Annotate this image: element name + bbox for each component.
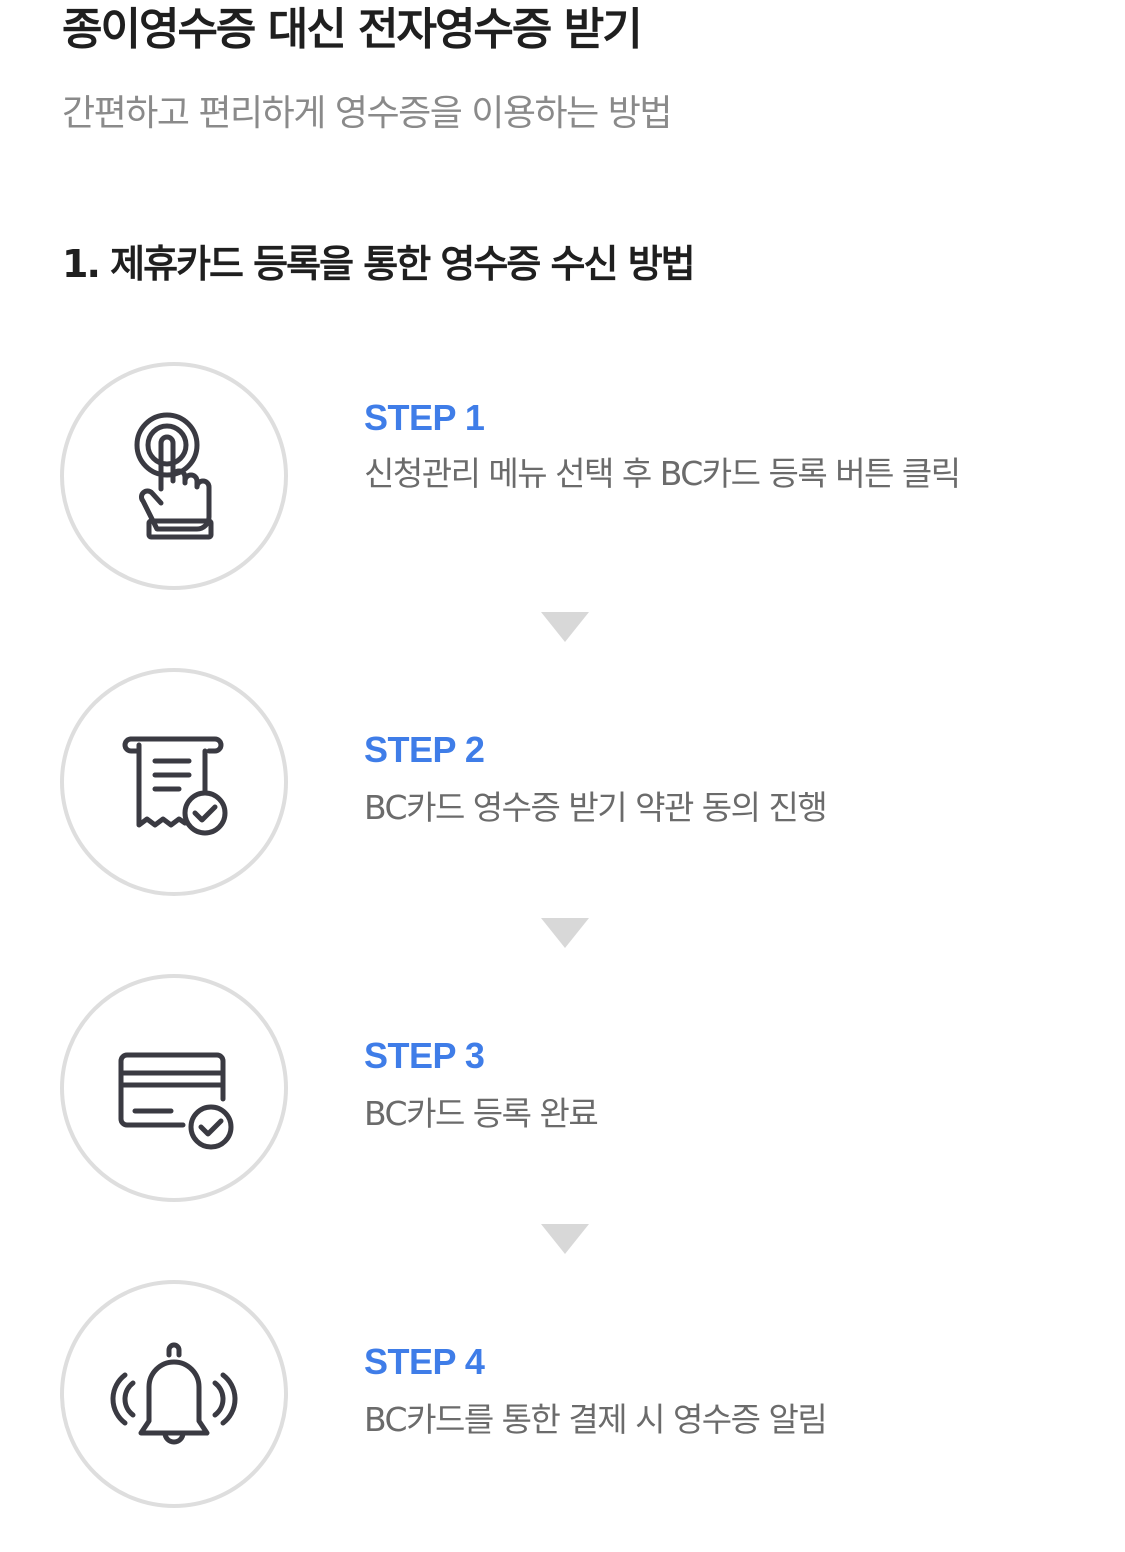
step-4-description: BC카드를 통한 결제 시 영수증 알림 [364, 1400, 828, 1439]
step-2: STEP 2 BC카드 영수증 받기 약관 동의 진행 [0, 668, 1125, 896]
step-1-label: STEP 1 [364, 397, 485, 438]
step-arrow-1 [541, 612, 589, 642]
touch-hand-icon [109, 411, 239, 541]
step-4: STEP 4 BC카드를 통한 결제 시 영수증 알림 [0, 1280, 1125, 1508]
step-4-circle [60, 1280, 288, 1508]
page-title: 종이영수증 대신 전자영수증 받기 [62, 4, 643, 55]
step-4-label: STEP 4 [364, 1341, 485, 1382]
step-1-circle [60, 362, 288, 590]
step-1-description: 신청관리 메뉴 선택 후 BC카드 등록 버튼 클릭 [364, 454, 961, 493]
step-2-description: BC카드 영수증 받기 약관 동의 진행 [364, 788, 828, 827]
bell-ring-icon [109, 1329, 239, 1459]
step-arrow-3 [541, 1224, 589, 1254]
step-1: STEP 1 신청관리 메뉴 선택 후 BC카드 등록 버튼 클릭 [0, 362, 1125, 590]
section-title: 1. 제휴카드 등록을 통한 영수증 수신 방법 [62, 242, 696, 286]
receipt-check-icon [109, 717, 239, 847]
step-3-label: STEP 3 [364, 1035, 485, 1076]
page-subtitle: 간편하고 편리하게 영수증을 이용하는 방법 [62, 93, 672, 134]
step-3: STEP 3 BC카드 등록 완료 [0, 974, 1125, 1202]
step-3-circle [60, 974, 288, 1202]
step-2-label: STEP 2 [364, 729, 485, 770]
step-arrow-2 [541, 918, 589, 948]
step-2-circle [60, 668, 288, 896]
step-3-description: BC카드 등록 완료 [364, 1094, 599, 1133]
card-check-icon [109, 1023, 239, 1153]
